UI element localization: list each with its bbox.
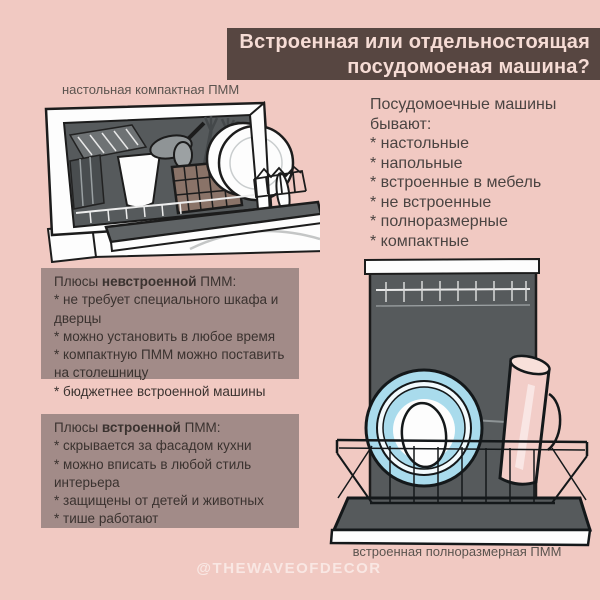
pros-item: * можно установить в любое время (54, 328, 276, 344)
compact-dishwasher-illustration (44, 100, 320, 263)
list-item: * встроенные в мебель (370, 174, 542, 191)
list-item: * полноразмерные (370, 213, 508, 230)
plate (364, 368, 484, 488)
pros-item: * бюджетнее встроенной машины (54, 383, 266, 399)
list-item: * настольные (370, 135, 470, 152)
title-line-2: посудомоеная машина? (347, 56, 590, 78)
list-item: * напольные (370, 154, 463, 172)
label-builtin-pmm: встроенная полноразмерная ПММ (352, 544, 562, 559)
pros-item: * защищены от детей и животных (54, 493, 264, 509)
list-item: * компактные (370, 232, 470, 250)
dishwasher-types-list: Посудомоечные машины бывают: * настольны… (370, 95, 582, 251)
wire-basket (335, 438, 589, 505)
watermark-handle: @THEWAVEOFDECOR (196, 560, 382, 577)
pros-item: * не требует специального шкафа и дверцы (54, 292, 279, 326)
glass (498, 354, 551, 486)
pros-item: * скрывается за фасадом кухни (54, 438, 252, 454)
pros-item: * тише работают (54, 511, 159, 527)
pros-item: * компактную ПММ можно поставить на стол… (54, 347, 285, 381)
pros-freestanding-title: Плюсы невстроенной ПММ: (54, 274, 237, 289)
label-countertop-pmm: настольная компактная ПММ (62, 82, 240, 97)
list-item: * не встроенные (370, 193, 492, 211)
wire-shelf (253, 165, 307, 199)
pros-builtin-title: Плюсы встроенной ПММ: (54, 420, 221, 435)
title-banner: Встроенная или отдельностоящая посудомое… (227, 28, 600, 80)
title-line-1: Встроенная или отдельностоящая (239, 31, 590, 53)
pros-item: * можно вписать в любой стиль интерьера (54, 456, 252, 490)
builtin-dishwasher-illustration (329, 257, 592, 547)
pros-builtin-box: Плюсы встроенной ПММ: * скрывается за фа… (41, 414, 299, 528)
list-heading: Посудомоечные машины бывают: (370, 96, 557, 133)
pros-freestanding-box: Плюсы невстроенной ПММ: * не требует спе… (41, 268, 299, 399)
